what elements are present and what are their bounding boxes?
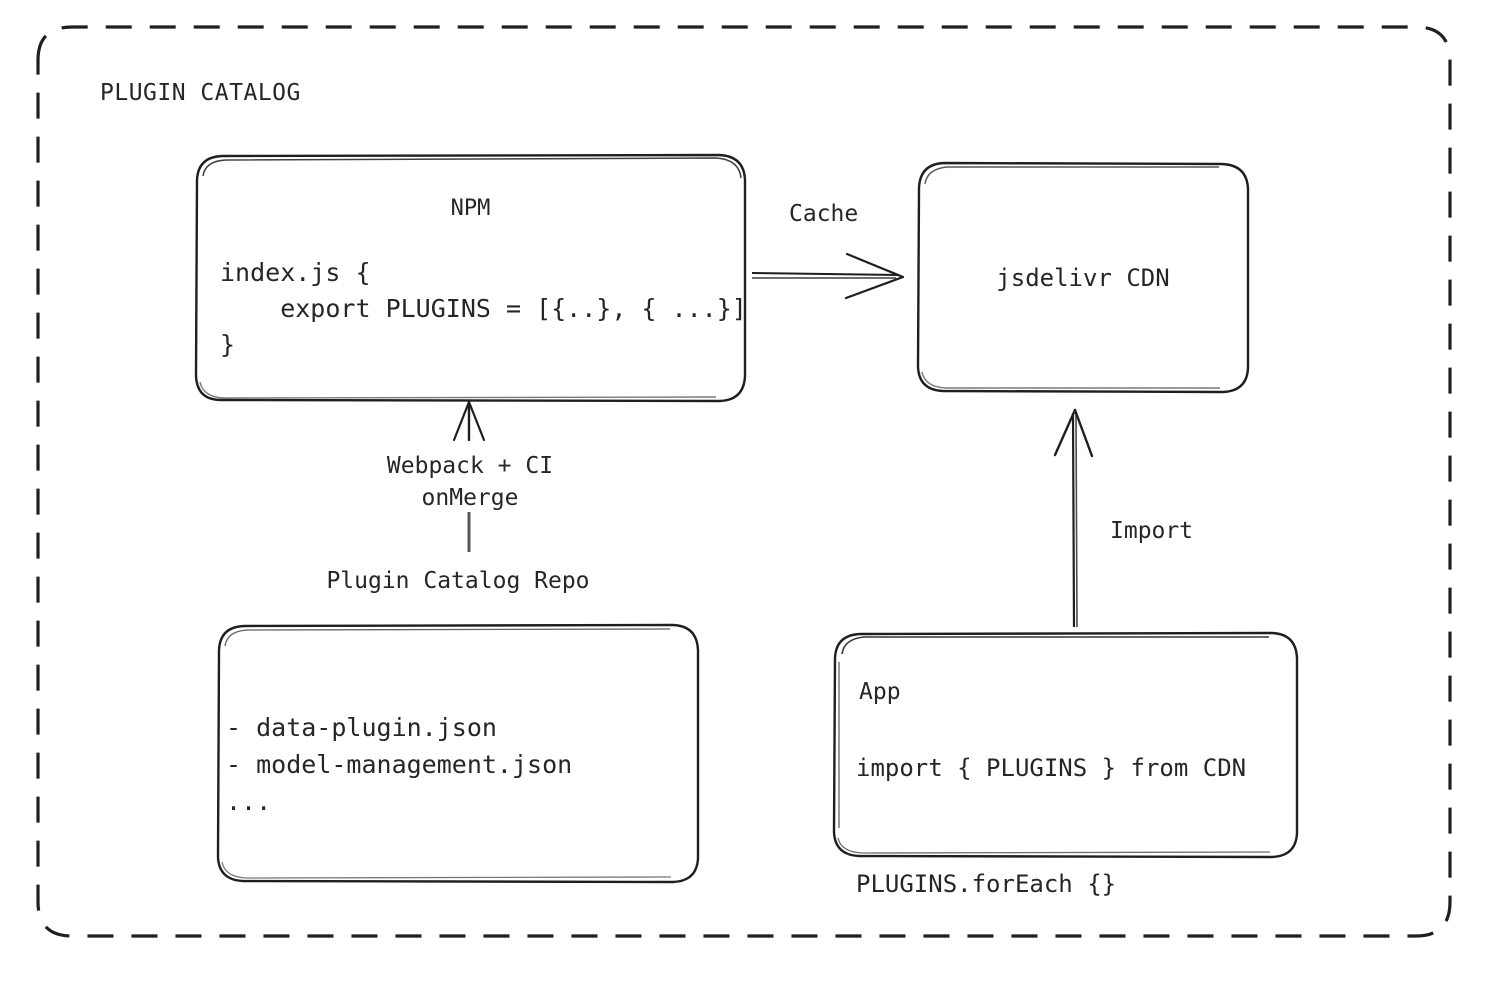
app-node-title: App [859,679,901,705]
cache-arrow [751,252,905,300]
cdn-node-title: jsdelivr CDN [996,264,1170,292]
import-edge-label: Import [1110,518,1194,544]
npm-node-code: index.js { export PLUGINS = [{..}, { ...… [220,258,747,359]
repo-node-file-list: - data-plugin.json - model-management.js… [226,713,573,816]
app-node-code: import { PLUGINS } from CDN PLUGINS.forE… [856,754,1247,898]
group-title: PLUGIN CATALOG [100,80,301,106]
import-arrow [1053,408,1094,628]
npm-node-title: NPM [450,196,491,221]
repo-node-caption: Plugin Catalog Repo [326,568,590,594]
cache-edge-label: Cache [789,201,859,227]
build-edge-label: Webpack + CI onMerge [386,453,554,511]
